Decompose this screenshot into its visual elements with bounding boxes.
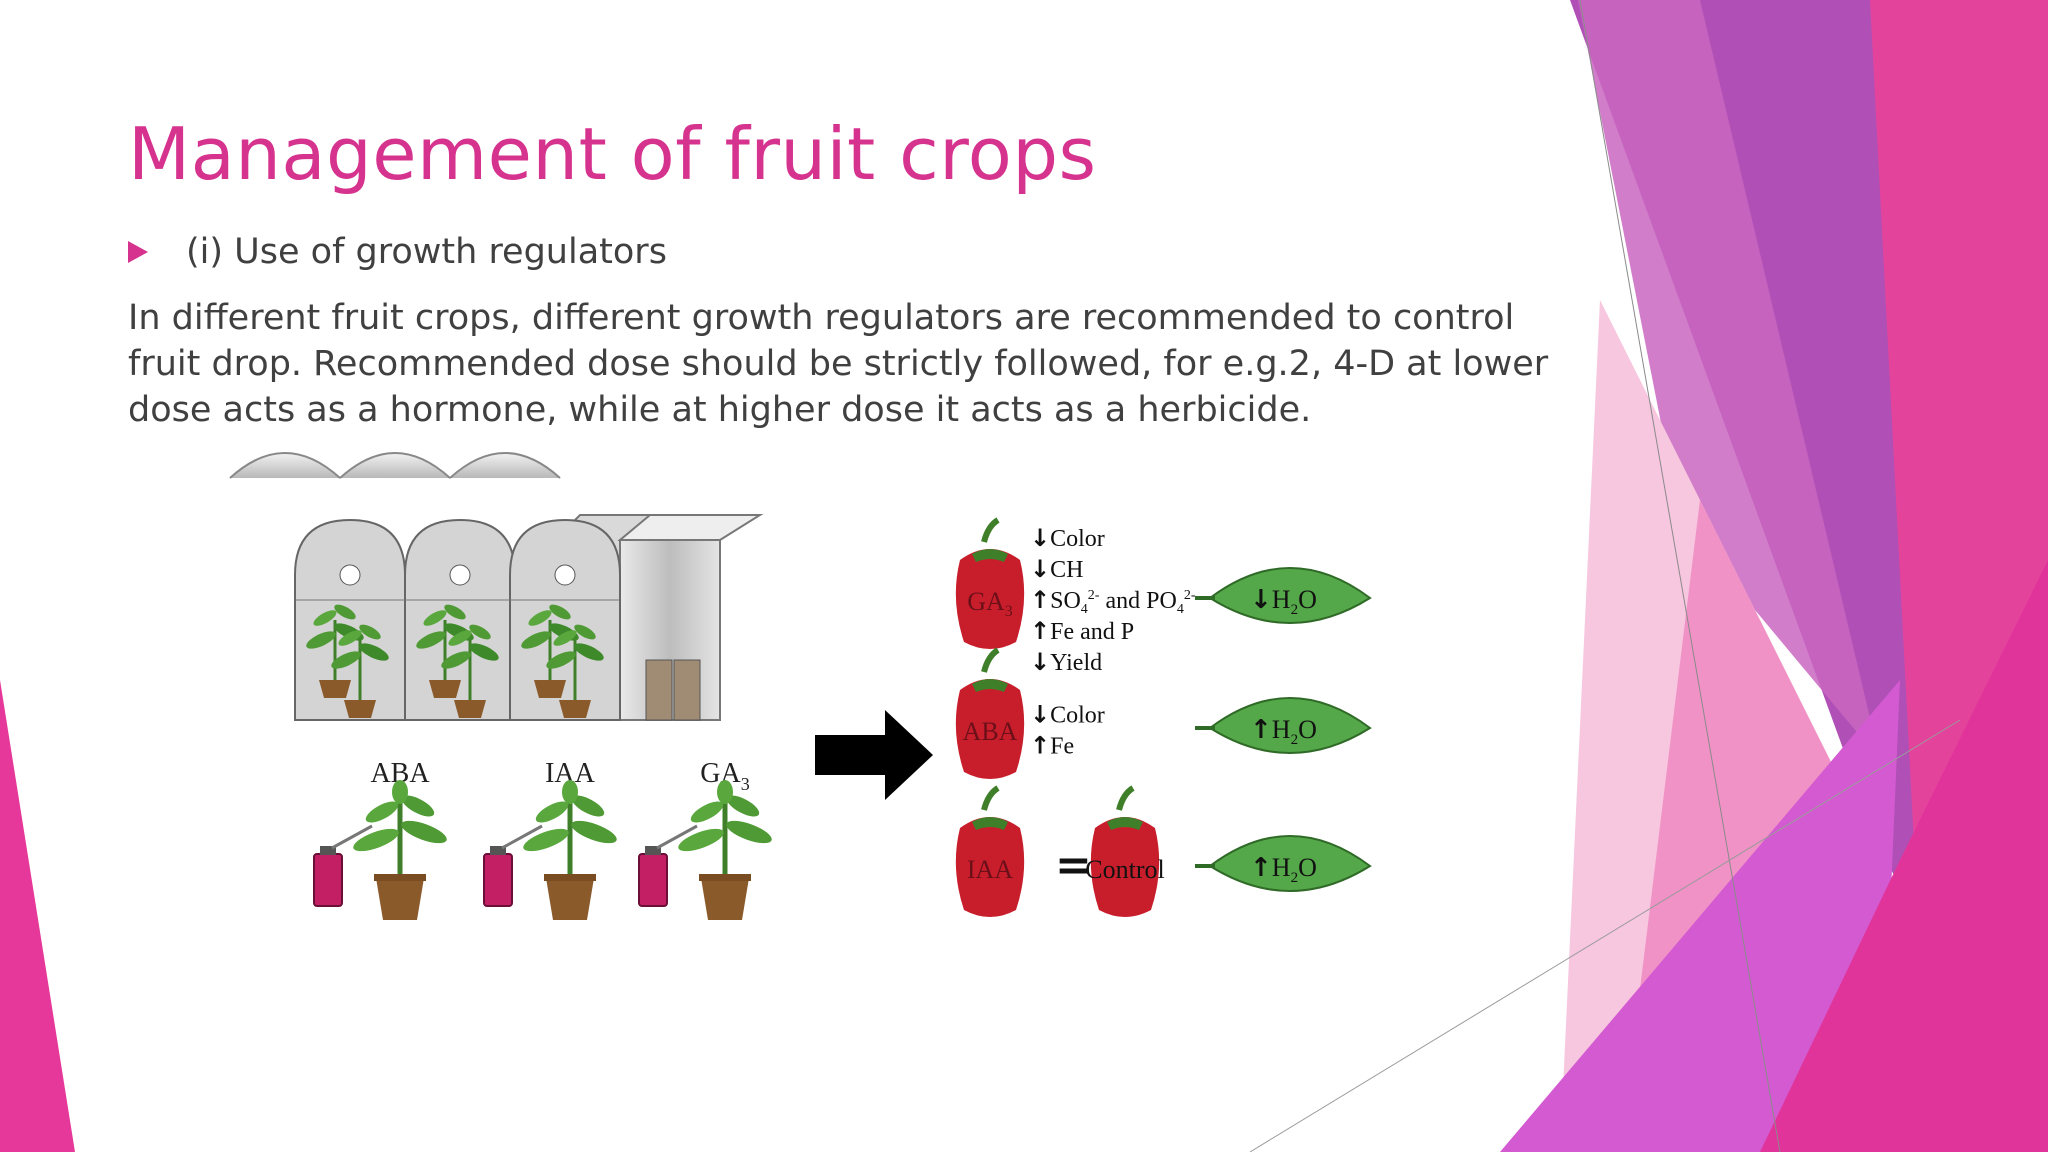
effect-item: ↓Color bbox=[1030, 701, 1105, 729]
left-magenta-triangle bbox=[0, 680, 75, 1152]
bottom-magenta-facet bbox=[1760, 560, 2048, 1152]
effect-item: ↑SO42- and PO42- bbox=[1030, 586, 1196, 617]
potted-plant-icon bbox=[351, 780, 450, 920]
treatment-iaa: IAA bbox=[482, 758, 620, 920]
treatment-aba: ABA bbox=[312, 758, 450, 920]
right-pink-wedge bbox=[1578, 0, 1880, 760]
pepper-icon bbox=[956, 520, 1024, 649]
potted-plant-icon bbox=[521, 780, 620, 920]
pepper-icon bbox=[956, 650, 1024, 779]
result-rows: GA3 ↓Color ↓CH ↑SO42- and PO42-↑Fe and P ↓Yi… bbox=[956, 520, 1372, 917]
effect-item: ↑Fe bbox=[1030, 732, 1074, 760]
bullet-arrow-icon bbox=[128, 241, 148, 263]
slide-title: Management of fruit crops bbox=[128, 112, 1097, 196]
bottom-violet-facet bbox=[1500, 680, 1900, 1152]
thin-line-2 bbox=[1249, 719, 1961, 1152]
equals-sign: = bbox=[1055, 840, 1092, 891]
water-effect-label: ↑H2O bbox=[1250, 715, 1317, 748]
hormone-label: GA3 bbox=[967, 587, 1013, 620]
potted-plant-icon bbox=[676, 780, 775, 920]
thin-line-1 bbox=[1579, 0, 1781, 1152]
water-effect-label: ↑H2O bbox=[1250, 853, 1317, 886]
body-paragraph: In different fruit crops, different grow… bbox=[128, 298, 1549, 430]
result-row-iaa: IAA =Control ↑H2O bbox=[956, 788, 1372, 917]
effect-item: ↓Color bbox=[1030, 524, 1105, 552]
result-row-ga: GA3 ↓Color ↓CH ↑SO42- and PO42-↑Fe and P ↓Yi… bbox=[956, 520, 1372, 676]
effect-item: ↑Fe and P bbox=[1030, 617, 1134, 645]
pepper-icon bbox=[956, 788, 1024, 917]
bullet-text: (i) Use of growth regulators bbox=[186, 232, 667, 272]
treatment-ga: GA3 bbox=[637, 758, 775, 920]
greenhouse-illustration bbox=[229, 452, 764, 721]
control-label: Control bbox=[1085, 855, 1164, 884]
control-pepper-icon bbox=[1091, 788, 1159, 917]
water-effect-label: ↓H2O bbox=[1250, 585, 1317, 618]
hormone-label: IAA bbox=[967, 855, 1013, 884]
result-row-aba: ABA ↓Color ↑Fe ↑H2O bbox=[956, 650, 1372, 779]
effect-item: ↓Yield bbox=[1030, 648, 1102, 676]
effect-item: ↓CH bbox=[1030, 555, 1083, 583]
bullet-item: (i) Use of growth regulators bbox=[128, 230, 667, 274]
result-arrow-icon bbox=[815, 710, 933, 800]
hormone-label: ABA bbox=[963, 717, 1018, 746]
